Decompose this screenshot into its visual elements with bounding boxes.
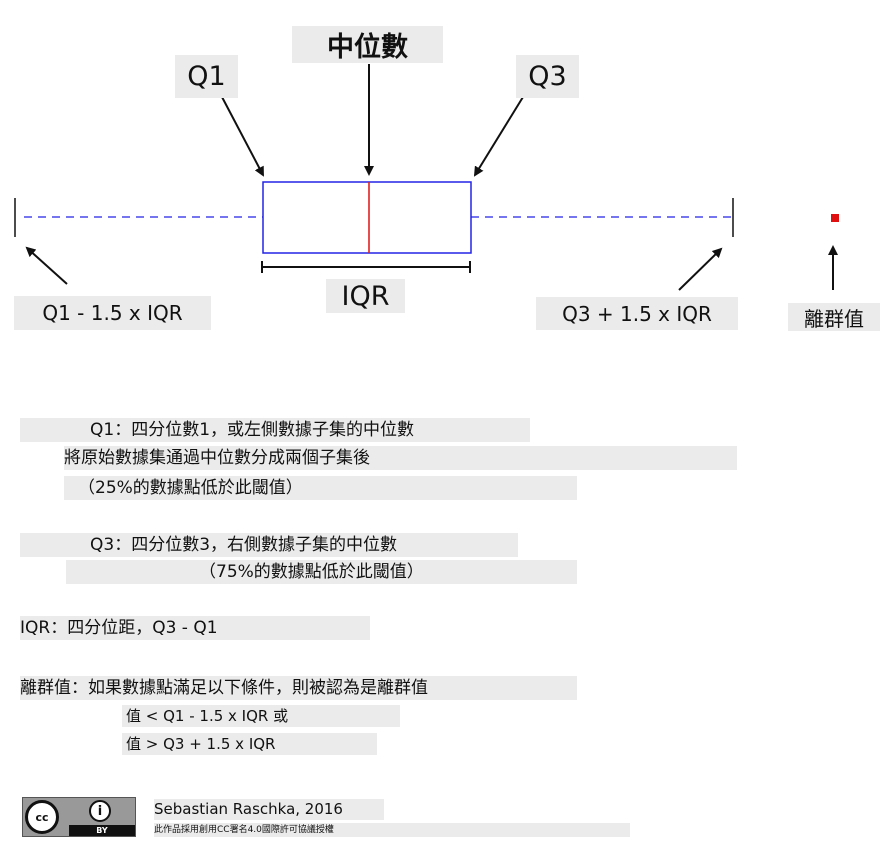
q3-note-line1: Q3：四分位數3，右側數據子集的中位數	[20, 533, 518, 557]
q1-note-line3: （25%的數據點低於此閾值）	[64, 476, 577, 500]
cc-icon: cc	[25, 800, 59, 834]
lower-whisker-label: Q1 - 1.5 x IQR	[14, 296, 211, 330]
q3-label: Q3	[516, 55, 579, 98]
by-person-icon: i	[89, 800, 111, 822]
iqr-box	[262, 181, 472, 254]
q1-note-line2: 將原始數據集通過中位數分成兩個子集後	[64, 446, 737, 470]
q3-note-line2: （75%的數據點低於此閾值）	[66, 560, 577, 584]
q1-note-line1: Q1：四分位數1，或左側數據子集的中位數	[20, 418, 530, 442]
outlier-label: 離群值	[788, 303, 880, 331]
upper-whisker-arrow-icon	[678, 247, 723, 291]
iqr-note: IQR：四分位距，Q3 - Q1	[20, 616, 370, 640]
q3-arrow-icon	[473, 96, 524, 177]
author-credit: Sebastian Raschka, 2016	[154, 799, 384, 820]
outlier-note-line3: 值 > Q3 + 1.5 x IQR	[122, 733, 377, 755]
upper-whisker-label: Q3 + 1.5 x IQR	[536, 297, 738, 330]
q1-label: Q1	[175, 55, 238, 98]
median-label: 中位數	[292, 26, 443, 63]
lower-whisker-arrow-icon	[25, 246, 68, 285]
q1-arrow-icon	[221, 96, 264, 177]
outlier-point	[831, 214, 839, 222]
outlier-note-line1: 離群值：如果數據點滿足以下條件，則被認為是離群值	[20, 676, 577, 700]
license-text: 此作品採用創用CC署名4.0國際許可協議授權	[154, 823, 630, 837]
cc-by-badge: cc i BY	[22, 797, 136, 837]
iqr-label: IQR	[326, 279, 405, 313]
outlier-note-line2: 值 < Q1 - 1.5 x IQR 或	[122, 705, 400, 727]
by-label: BY	[69, 825, 135, 836]
